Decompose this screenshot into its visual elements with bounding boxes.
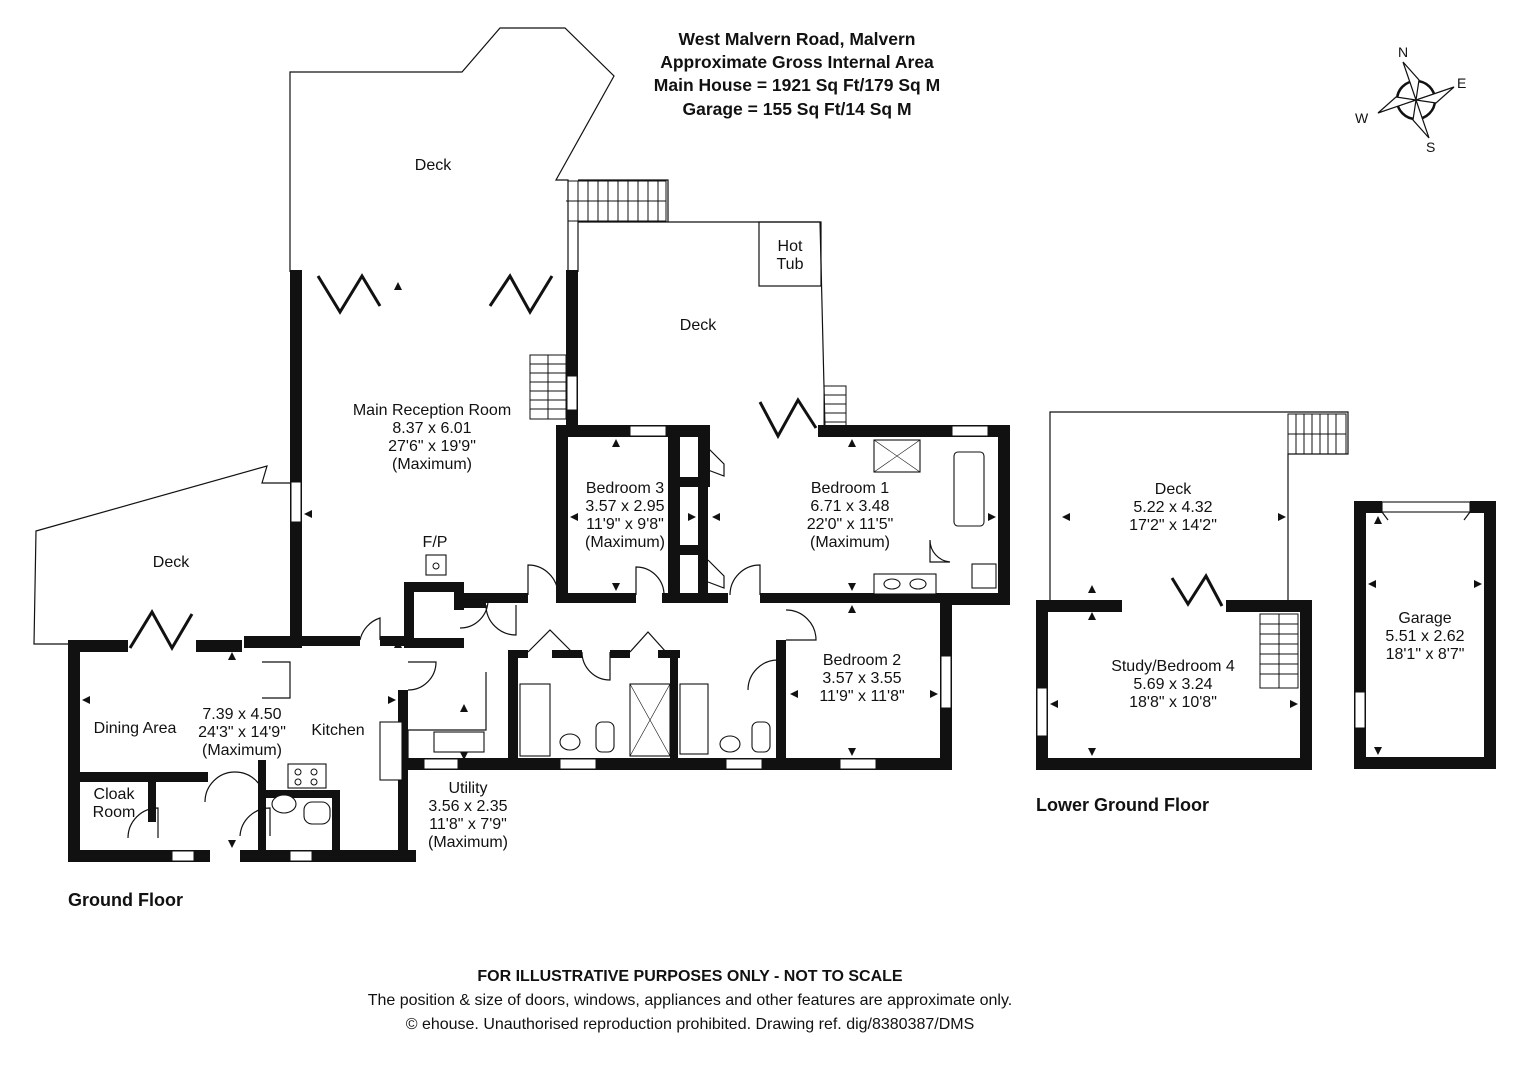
- room-labels: Deck Deck Deck Hot Tub Main Reception Ro…: [93, 157, 1465, 851]
- hot-tub-outline: [758, 221, 822, 287]
- garage-structure: [1354, 501, 1496, 769]
- vanity-icon: [873, 573, 937, 595]
- deck-lower-label: Deck 5.22 x 4.32 17'2" x 14'2": [1129, 481, 1217, 534]
- plan-header: West Malvern Road, Malvern Approximate G…: [654, 29, 940, 119]
- hot-tub-label-1: Hot: [778, 238, 803, 255]
- cloak-room-label-2: Room: [93, 804, 136, 821]
- bath-icon: [519, 683, 551, 757]
- svg-text:8.37 x 6.01: 8.37 x 6.01: [392, 420, 471, 437]
- lower-ground-floor: [1036, 411, 1349, 770]
- svg-text:(Maximum): (Maximum): [810, 534, 890, 551]
- ground-floor-title: Ground Floor: [68, 890, 183, 910]
- kitchen-label: Kitchen: [311, 722, 364, 739]
- bath-icon: [679, 683, 709, 755]
- compass-south-label: S: [1426, 139, 1435, 155]
- svg-text:(Maximum): (Maximum): [585, 534, 665, 551]
- main-house-area: Main House = 1921 Sq Ft/179 Sq M: [654, 75, 940, 95]
- svg-text:11'9" x 11'8": 11'9" x 11'8": [819, 688, 904, 705]
- svg-text:3.57 x 2.95: 3.57 x 2.95: [585, 498, 664, 515]
- hob-icon: [287, 763, 327, 789]
- door-swings: [127, 447, 951, 839]
- deck-left-label: Deck: [153, 554, 190, 571]
- compass-icon: N E S W: [1355, 44, 1466, 155]
- compass-west-label: W: [1355, 110, 1369, 126]
- bedroom-1-label: Bedroom 1 6.71 x 3.48 22'0" x 11'5" (Max…: [807, 480, 894, 551]
- hot-tub-label-2: Tub: [777, 256, 804, 273]
- disclaimer-note: The position & size of doors, windows, a…: [368, 992, 1013, 1009]
- svg-text:6.71 x 3.48: 6.71 x 3.48: [810, 498, 889, 515]
- ground-floor-walls: [68, 270, 1010, 862]
- copyright-note: © ehouse. Unauthorised reproduction proh…: [406, 1016, 975, 1033]
- svg-text:17'2" x 14'2": 17'2" x 14'2": [1129, 517, 1217, 534]
- bedroom-2-label: Bedroom 2 3.57 x 3.55 11'9" x 11'8": [819, 652, 904, 705]
- svg-text:Bedroom 2: Bedroom 2: [823, 652, 901, 669]
- svg-text:3.56 x 2.35: 3.56 x 2.35: [428, 798, 507, 815]
- cloak-room-label-1: Cloak: [94, 786, 136, 803]
- svg-text:22'0" x 11'5": 22'0" x 11'5": [807, 516, 894, 533]
- svg-text:Garage: Garage: [1398, 610, 1451, 627]
- fireplace-label: F/P: [423, 534, 448, 551]
- svg-text:Utility: Utility: [448, 780, 487, 797]
- lower-ground-floor-title: Lower Ground Floor: [1036, 795, 1209, 815]
- svg-text:Bedroom 3: Bedroom 3: [586, 480, 664, 497]
- svg-text:(Maximum): (Maximum): [428, 834, 508, 851]
- toilet-icon: [971, 563, 997, 589]
- fixtures: [271, 439, 997, 825]
- svg-text:27'6" x 19'9": 27'6" x 19'9": [388, 438, 476, 455]
- svg-text:Main Reception Room: Main Reception Room: [353, 402, 511, 419]
- basin-icon: [559, 733, 581, 751]
- svg-text:18'1" x 8'7": 18'1" x 8'7": [1386, 646, 1465, 663]
- dining-dimensions: 7.39 x 4.50 24'3" x 14'9" (Maximum): [198, 706, 286, 759]
- svg-text:(Maximum): (Maximum): [202, 742, 282, 759]
- svg-text:11'9" x 9'8": 11'9" x 9'8": [586, 516, 664, 533]
- study-bedroom-4-label: Study/Bedroom 4 5.69 x 3.24 18'8" x 10'8…: [1111, 658, 1235, 711]
- svg-text:18'8" x 10'8": 18'8" x 10'8": [1129, 694, 1217, 711]
- svg-text:Bedroom 1: Bedroom 1: [811, 480, 889, 497]
- stairs: [529, 180, 847, 429]
- deck-middle-label: Deck: [680, 317, 717, 334]
- svg-text:5.22 x 4.32: 5.22 x 4.32: [1133, 499, 1212, 516]
- svg-text:5.51 x 2.62: 5.51 x 2.62: [1385, 628, 1464, 645]
- bath-icon: [953, 451, 985, 527]
- basin-icon: [719, 735, 741, 753]
- garage-label: Garage 5.51 x 2.62 18'1" x 8'7": [1385, 610, 1464, 663]
- deck-top-label: Deck: [415, 157, 452, 174]
- area-title: Approximate Gross Internal Area: [660, 52, 934, 72]
- svg-text:24'3" x 14'9": 24'3" x 14'9": [198, 724, 286, 741]
- svg-text:3.57 x 3.55: 3.57 x 3.55: [822, 670, 901, 687]
- sink-icon: [379, 721, 403, 781]
- disclaimer-heading: FOR ILLUSTRATIVE PURPOSES ONLY - NOT TO …: [477, 968, 903, 985]
- reception-room-label: Main Reception Room 8.37 x 6.01 27'6" x …: [353, 402, 511, 473]
- svg-text:7.39 x 4.50: 7.39 x 4.50: [202, 706, 281, 723]
- svg-text:5.69 x 3.24: 5.69 x 3.24: [1133, 676, 1212, 693]
- deck-outlines: [33, 27, 826, 645]
- utility-label: Utility 3.56 x 2.35 11'8" x 7'9" (Maximu…: [428, 780, 508, 851]
- garage-area: Garage = 155 Sq Ft/14 Sq M: [682, 99, 911, 119]
- fireplace-icon: [425, 554, 447, 576]
- windows: [171, 375, 989, 862]
- svg-text:11'8" x 7'9": 11'8" x 7'9": [429, 816, 507, 833]
- svg-text:(Maximum): (Maximum): [392, 456, 472, 473]
- compass-east-label: E: [1457, 75, 1466, 91]
- toilet-icon: [751, 721, 771, 753]
- dining-area-label: Dining Area: [94, 720, 177, 737]
- address-title: West Malvern Road, Malvern: [679, 29, 916, 49]
- bifold-doors: [128, 273, 1224, 652]
- utility-sink-icon: [433, 731, 485, 753]
- bedroom-3-label: Bedroom 3 3.57 x 2.95 11'9" x 9'8" (Maxi…: [585, 480, 665, 551]
- dimension-arrows: [82, 282, 996, 848]
- compass-north-label: N: [1398, 44, 1408, 60]
- svg-text:Deck: Deck: [1155, 481, 1192, 498]
- plan-footer: FOR ILLUSTRATIVE PURPOSES ONLY - NOT TO …: [368, 968, 1013, 1033]
- toilet-icon: [595, 721, 615, 753]
- svg-text:Study/Bedroom 4: Study/Bedroom 4: [1111, 658, 1235, 675]
- toilet-icon: [303, 801, 331, 825]
- basin-icon: [271, 794, 297, 814]
